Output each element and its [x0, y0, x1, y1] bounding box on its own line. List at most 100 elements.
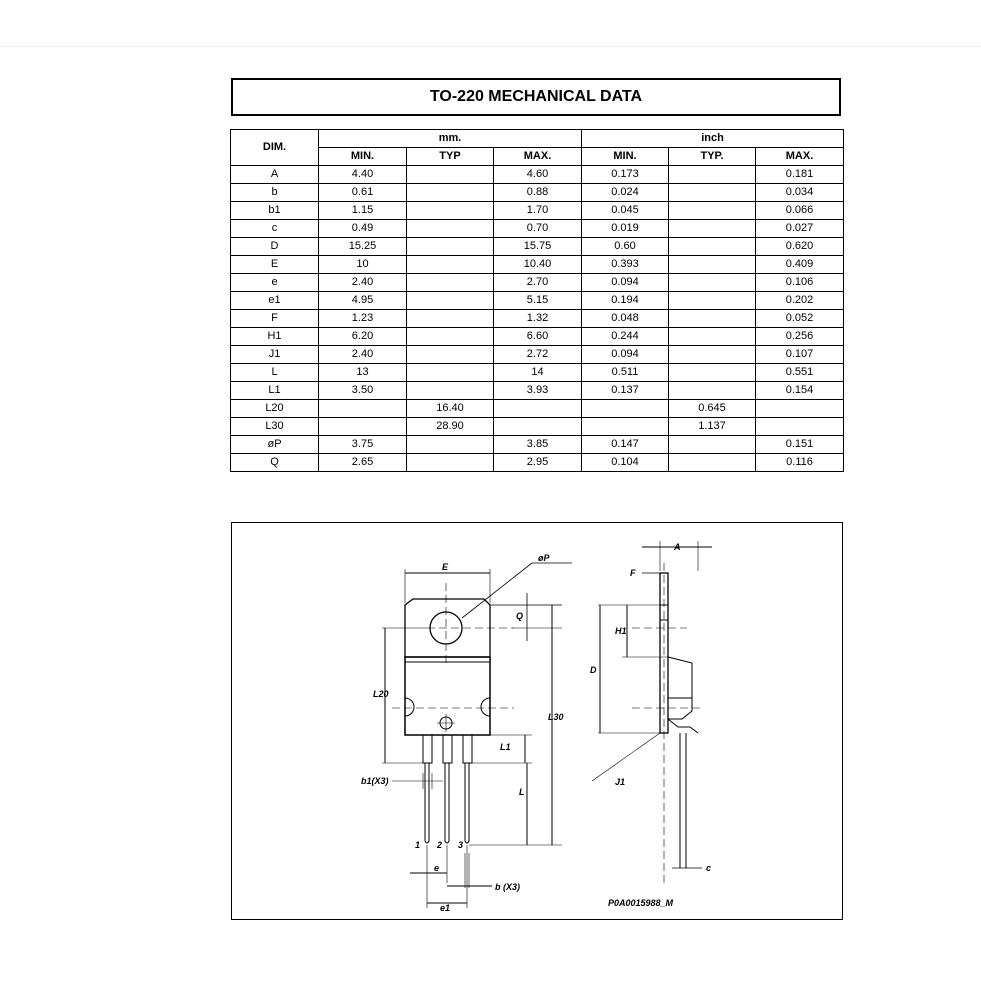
value-cell: 3.85: [493, 435, 582, 454]
value-cell: 0.511: [581, 363, 669, 382]
sub-header: MAX.: [493, 147, 582, 166]
value-cell: [406, 309, 494, 328]
value-cell: 4.40: [318, 165, 407, 184]
value-cell: [668, 201, 756, 220]
value-cell: 0.49: [318, 219, 407, 238]
value-cell: 2.40: [318, 273, 407, 292]
value-cell: 0.027: [755, 219, 844, 238]
value-cell: 0.104: [581, 453, 669, 472]
dim-cell: b1: [230, 201, 319, 220]
value-cell: [755, 417, 844, 436]
label-F: F: [630, 568, 636, 578]
dim-cell: A: [230, 165, 319, 184]
label-D: D: [590, 665, 597, 675]
value-cell: 0.409: [755, 255, 844, 274]
value-cell: 0.393: [581, 255, 669, 274]
value-cell: [406, 453, 494, 472]
value-cell: 0.151: [755, 435, 844, 454]
value-cell: 6.60: [493, 327, 582, 346]
value-cell: 3.50: [318, 381, 407, 400]
sub-header: TYP: [406, 147, 494, 166]
dim-cell: Q: [230, 453, 319, 472]
value-cell: 2.72: [493, 345, 582, 364]
top-divider: [0, 46, 981, 47]
mm-group-header: mm.: [318, 129, 582, 148]
value-cell: 0.045: [581, 201, 669, 220]
label-L20: L20: [373, 689, 389, 699]
value-cell: 2.70: [493, 273, 582, 292]
side-view: [591, 541, 712, 883]
value-cell: 0.645: [668, 399, 756, 418]
value-cell: 1.137: [668, 417, 756, 436]
value-cell: 0.173: [581, 165, 669, 184]
value-cell: [406, 363, 494, 382]
sub-header: MAX.: [755, 147, 844, 166]
label-oP: øP: [538, 553, 550, 563]
drawing-code: P0A0015988_M: [608, 898, 674, 908]
value-cell: [755, 399, 844, 418]
label-L30: L30: [548, 712, 564, 722]
dim-cell: F: [230, 309, 319, 328]
value-cell: [668, 219, 756, 238]
value-cell: [406, 291, 494, 310]
dim-cell: e1: [230, 291, 319, 310]
value-cell: 0.256: [755, 327, 844, 346]
value-cell: 3.93: [493, 381, 582, 400]
sub-header: MIN.: [581, 147, 669, 166]
package-outline-svg: E øP Q L30 L20 L1 b1(X3) L 1 2 3 e b (X3…: [361, 541, 712, 913]
value-cell: [668, 183, 756, 202]
value-cell: 1.32: [493, 309, 582, 328]
value-cell: 1.70: [493, 201, 582, 220]
label-e1: e1: [440, 903, 450, 913]
value-cell: 0.048: [581, 309, 669, 328]
value-cell: 0.094: [581, 273, 669, 292]
label-E: E: [442, 562, 449, 572]
value-cell: [668, 327, 756, 346]
dim-cell: c: [230, 219, 319, 238]
value-cell: [406, 255, 494, 274]
value-cell: 15.25: [318, 237, 407, 256]
value-cell: [406, 219, 494, 238]
label-H1: H1: [615, 626, 627, 636]
value-cell: 4.95: [318, 291, 407, 310]
value-cell: 0.202: [755, 291, 844, 310]
value-cell: 0.107: [755, 345, 844, 364]
value-cell: 2.40: [318, 345, 407, 364]
value-cell: 10: [318, 255, 407, 274]
value-cell: 3.75: [318, 435, 407, 454]
dim-cell: E: [230, 255, 319, 274]
value-cell: 0.551: [755, 363, 844, 382]
value-cell: 1.15: [318, 201, 407, 220]
value-cell: [668, 345, 756, 364]
value-cell: 4.60: [493, 165, 582, 184]
value-cell: [406, 327, 494, 346]
value-cell: [406, 183, 494, 202]
value-cell: 0.019: [581, 219, 669, 238]
label-pin1: 1: [415, 840, 420, 850]
value-cell: 16.40: [406, 399, 494, 418]
value-cell: [406, 165, 494, 184]
value-cell: 2.95: [493, 453, 582, 472]
label-A: A: [673, 542, 681, 552]
value-cell: 0.116: [755, 453, 844, 472]
value-cell: 0.137: [581, 381, 669, 400]
value-cell: [668, 363, 756, 382]
value-cell: 0.106: [755, 273, 844, 292]
value-cell: [406, 345, 494, 364]
dim-cell: H1: [230, 327, 319, 346]
value-cell: 0.70: [493, 219, 582, 238]
value-cell: [318, 399, 407, 418]
label-L: L: [519, 787, 525, 797]
value-cell: [668, 453, 756, 472]
dim-cell: e: [230, 273, 319, 292]
value-cell: 0.066: [755, 201, 844, 220]
